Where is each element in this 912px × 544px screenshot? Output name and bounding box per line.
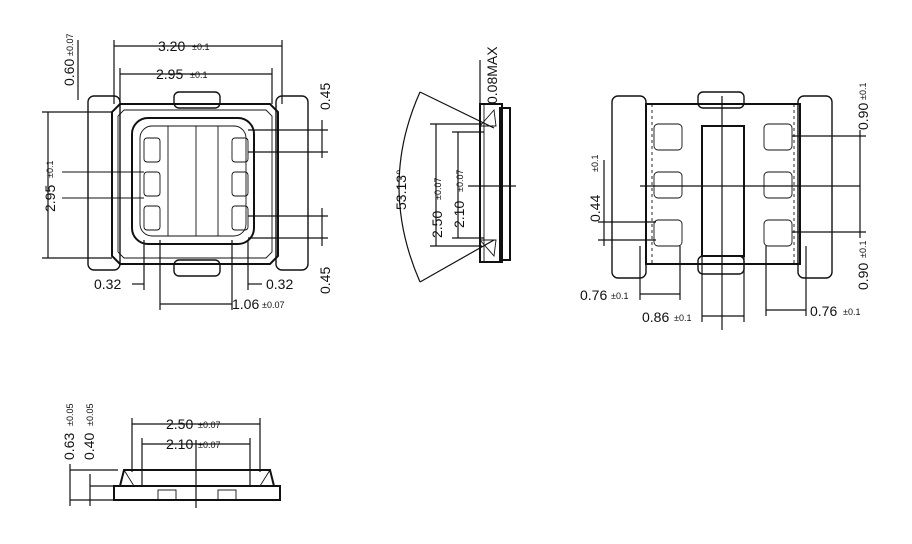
front-lens-inner-label: 2.10 — [166, 436, 193, 452]
bottom-pad-height-tol: ±0.1 — [590, 155, 600, 172]
top-width-inner-label: 2.95 — [156, 66, 183, 82]
side-view: 53.13° 0.08MAX 2.50 ±0.07 2.10 ±0.07 — [393, 46, 516, 283]
front-lens-outer-label: 2.50 — [166, 416, 193, 432]
top-width-outer-tol: ±0.1 — [192, 42, 209, 52]
top-right-gap-bottom-label: 0.45 — [317, 267, 333, 294]
top-lead-left-label: 0.32 — [94, 276, 121, 292]
bottom-pitch-top-label: 0.90 — [855, 103, 871, 130]
top-lead-right-label: 0.32 — [266, 276, 293, 292]
bottom-pitch-bottom-tol: ±0.1 — [858, 241, 868, 258]
front-body-height-tol: ±0.05 — [85, 404, 95, 426]
top-center-width-label: 1.06 — [232, 296, 259, 312]
front-total-height-tol: ±0.05 — [65, 404, 75, 426]
front-total-height-label: 0.63 — [61, 433, 77, 460]
top-height-outer-label: 0.60 — [61, 59, 77, 86]
bottom-edge-right-tol: ±0.1 — [843, 307, 860, 317]
bottom-center-width-label: 0.86 — [642, 309, 669, 325]
top-height-inner-tol: ±0.1 — [45, 161, 55, 178]
side-lens-inner-tol: ±0.07 — [455, 170, 465, 192]
front-body-height-label: 0.40 — [81, 433, 97, 460]
side-angle-label: 53.13° — [393, 169, 409, 210]
bottom-edge-right-label: 0.76 — [810, 303, 837, 319]
bottom-pitch-bottom-label: 0.90 — [855, 263, 871, 290]
bottom-edge-left-tol: ±0.1 — [611, 291, 628, 301]
top-width-outer-label: 3.20 — [158, 38, 185, 54]
side-lens-outer-label: 2.50 — [429, 211, 445, 238]
top-height-outer-tol: ±0.07 — [65, 34, 75, 56]
side-lens-outer-tol: ±0.07 — [433, 178, 443, 200]
top-width-inner-tol: ±0.1 — [190, 70, 207, 80]
side-lens-inner-label: 2.10 — [451, 201, 467, 228]
top-right-gap-top-label: 0.45 — [317, 83, 333, 110]
bottom-pad-height-label: 0.44 — [587, 195, 603, 222]
bottom-center-width-tol: ±0.1 — [674, 313, 691, 323]
bottom-edge-left-label: 0.76 — [580, 287, 607, 303]
bottom-view: 0.90 ±0.1 0.90 ±0.1 0.44 ±0.1 0.76 ±0.1 … — [580, 83, 871, 330]
front-view: 0.63 ±0.05 0.40 ±0.05 2.50 ±0.07 2.10 ±0… — [61, 404, 281, 508]
bottom-pitch-top-tol: ±0.1 — [858, 83, 868, 100]
top-view: 3.20 ±0.1 2.95 ±0.1 0.60 ±0.07 2.95 ±0.1… — [42, 34, 333, 312]
front-lens-inner-tol: ±0.07 — [198, 440, 220, 450]
side-max-thickness-label: 0.08MAX — [484, 46, 500, 104]
front-lens-outer-tol: ±0.07 — [198, 420, 220, 430]
top-height-inner-label: 2.95 — [42, 185, 58, 212]
top-center-width-tol: ±0.07 — [262, 300, 284, 310]
